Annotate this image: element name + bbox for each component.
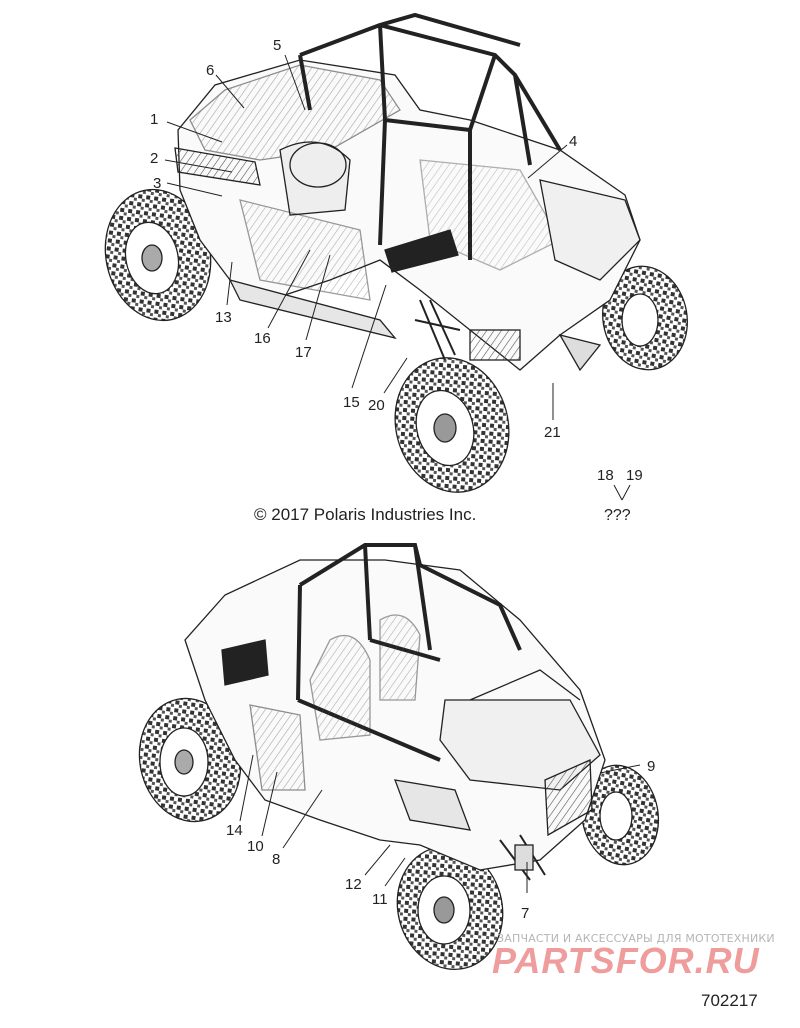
callout-5: 5 (273, 37, 281, 54)
leader-lines-top (164, 54, 631, 501)
callout-12: 12 (345, 876, 362, 893)
wheel-rear-left-2 (138, 697, 242, 823)
callout-4: 4 (569, 133, 577, 150)
callout-2: 2 (150, 150, 158, 167)
callout-18: 18 (597, 467, 614, 484)
unknown-parts-label: ??? (604, 507, 631, 524)
callout-8: 8 (272, 851, 280, 868)
callout-1: 1 (150, 111, 158, 128)
callout-21: 21 (544, 424, 561, 441)
callout-3: 3 (153, 175, 161, 192)
callouts-top: 1 2 3 4 5 6 13 15 16 17 18 19 20 21 (150, 37, 643, 484)
callout-14: 14 (226, 822, 243, 839)
callout-15: 15 (343, 394, 360, 411)
callout-11: 11 (372, 891, 388, 908)
body-outline-bottom (184, 559, 606, 871)
watermark-tagline: ЗАПЧАСТИ И АКСЕССУАРЫ ДЛЯ МОТОТЕХНИКИ (497, 932, 775, 945)
roll-cage-top (298, 12, 562, 166)
wheel-front-right (602, 265, 688, 371)
reference-number: 702217 (701, 991, 758, 1010)
watermark-logo: PARTSFOR.RU (492, 940, 760, 981)
callout-13: 13 (215, 309, 232, 326)
wheel-front-left (394, 357, 510, 493)
side-decal-top (384, 229, 459, 273)
roll-cage-bottom (296, 543, 522, 762)
vehicle-bottom-view (138, 543, 660, 971)
callout-20: 20 (368, 397, 385, 414)
callout-6: 6 (206, 62, 214, 79)
callout-19: 19 (626, 467, 643, 484)
callouts-bottom: 7 8 9 10 11 12 14 (226, 758, 655, 922)
front-grille (544, 759, 593, 837)
callout-9: 9 (647, 758, 655, 775)
callout-16: 16 (254, 330, 271, 347)
wheel-rear-left (104, 188, 212, 322)
leader-lines-bottom (239, 754, 641, 893)
copyright-notice: © 2017 Polaris Industries Inc. (254, 505, 477, 524)
vehicle-top-view (104, 12, 688, 493)
wheel-front-left-2 (396, 845, 504, 971)
side-decal-bottom (221, 639, 269, 686)
callout-10: 10 (247, 838, 264, 855)
callout-17: 17 (295, 344, 312, 361)
callout-7: 7 (521, 905, 529, 922)
